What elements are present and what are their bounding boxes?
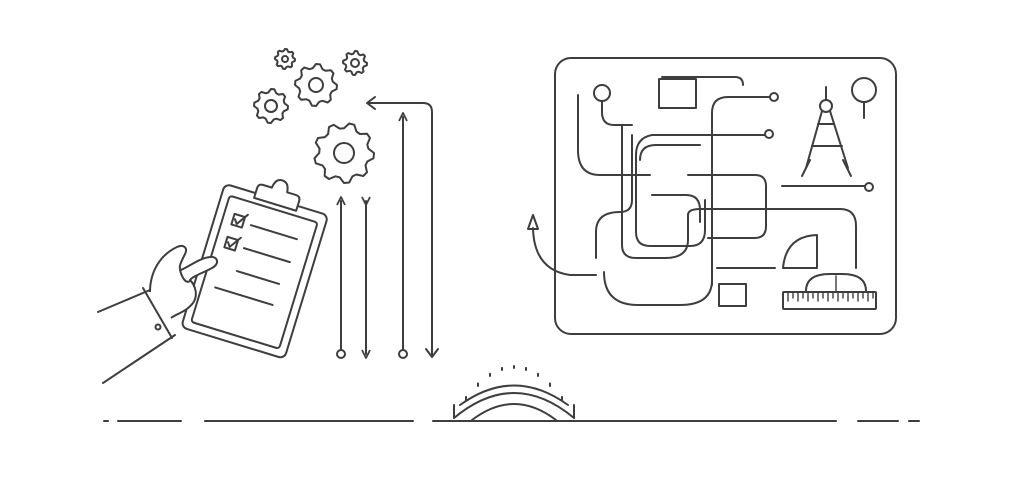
arrow-loop-icon — [367, 102, 433, 357]
gear-icon — [253, 88, 289, 124]
gear-cluster — [253, 48, 375, 184]
clipboard-icon — [181, 179, 328, 359]
gear-hole — [264, 99, 278, 113]
compass-icon — [801, 86, 852, 177]
gear-icon — [313, 122, 375, 184]
vertical-arrows — [336, 96, 439, 359]
gear-icon — [342, 50, 368, 76]
hand-holding-clipboard — [97, 179, 328, 384]
circuit-map-icon — [527, 76, 877, 307]
hand-icon — [149, 244, 218, 319]
checkbox-1 — [230, 212, 247, 229]
board-frame — [554, 57, 897, 335]
protractor-icon — [805, 273, 867, 292]
gear-hole — [281, 55, 289, 63]
sleeve — [97, 287, 176, 384]
checkbox-2 — [223, 235, 240, 252]
gear-hole — [333, 142, 355, 164]
bridge-icon — [453, 365, 575, 421]
gear-hole — [308, 77, 324, 93]
gear-icon — [274, 48, 296, 70]
gear-icon — [294, 63, 338, 107]
checklist — [214, 212, 298, 306]
ruler-icon — [782, 291, 877, 310]
gear-hole — [350, 58, 360, 68]
check-mark-icon — [226, 236, 242, 248]
planning-board — [527, 57, 897, 335]
check-mark-icon — [234, 213, 249, 225]
